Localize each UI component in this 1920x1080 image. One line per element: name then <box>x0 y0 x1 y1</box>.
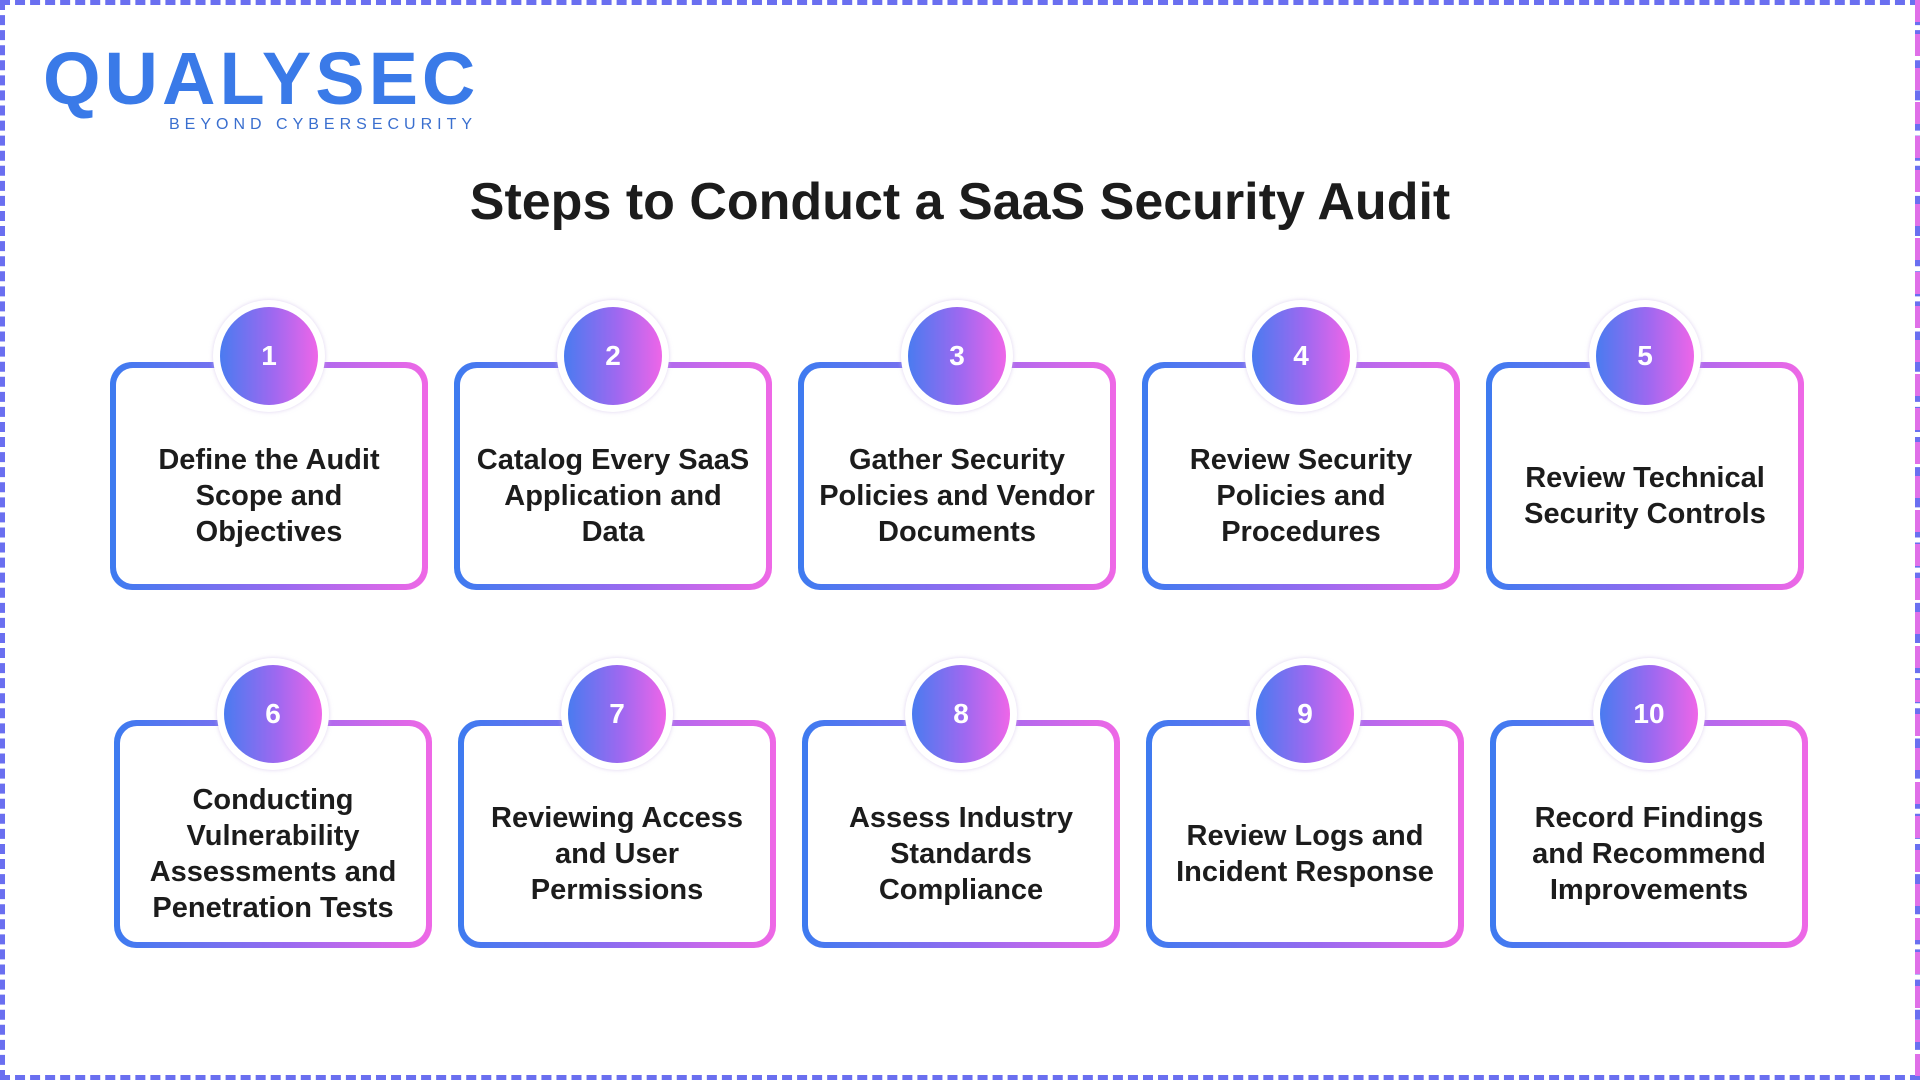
step-label: Catalog Every SaaS Application and Data <box>476 444 750 548</box>
step-card: Review Logs and Incident Response 9 <box>1146 658 1464 948</box>
step-number: 1 <box>220 307 318 405</box>
logo-wordmark: QUALYSEC <box>43 37 480 120</box>
step-card: Review Security Policies and Procedures … <box>1142 300 1460 590</box>
step-number: 4 <box>1252 307 1350 405</box>
step-number-badge: 2 <box>557 300 669 412</box>
step-card: Record Findings and Recommend Improvemen… <box>1490 658 1808 948</box>
dashed-border-right <box>1915 0 1920 1080</box>
step-label: Review Logs and Incident Response <box>1176 820 1434 888</box>
step-number-badge: 9 <box>1249 658 1361 770</box>
step-label: Gather Security Policies and Vendor Docu… <box>819 444 1095 548</box>
step-number-badge: 10 <box>1593 658 1705 770</box>
step-label: Review Technical Security Controls <box>1524 462 1766 530</box>
step-number: 5 <box>1596 307 1694 405</box>
step-number-badge: 3 <box>901 300 1013 412</box>
step-number: 6 <box>224 665 322 763</box>
step-label: Record Findings and Recommend Improvemen… <box>1532 802 1766 906</box>
step-number-badge: 7 <box>561 658 673 770</box>
step-number-badge: 4 <box>1245 300 1357 412</box>
step-card-body: Review Security Policies and Procedures <box>1148 368 1454 584</box>
step-card: Assess Industry Standards Compliance 8 <box>802 658 1120 948</box>
logo-tagline: BEYOND CYBERSECURITY <box>169 116 478 133</box>
step-label: Reviewing Access and User Permissions <box>491 802 743 906</box>
page-title: Steps to Conduct a SaaS Security Audit <box>469 173 1451 231</box>
step-number: 3 <box>908 307 1006 405</box>
step-card: Define the Audit Scope and Objectives 1 <box>110 300 428 590</box>
step-card: Reviewing Access and User Permissions 7 <box>458 658 776 948</box>
step-label: Define the Audit Scope and Objectives <box>158 444 380 548</box>
step-card: Conducting Vulnerability Assessments and… <box>114 658 432 948</box>
step-card: Review Technical Security Controls 5 <box>1486 300 1804 590</box>
step-number: 7 <box>568 665 666 763</box>
step-number-badge: 5 <box>1589 300 1701 412</box>
step-number-badge: 8 <box>905 658 1017 770</box>
step-number: 9 <box>1256 665 1354 763</box>
step-label: Conducting Vulnerability Assessments and… <box>149 784 397 924</box>
step-card: Catalog Every SaaS Application and Data … <box>454 300 772 590</box>
step-label: Assess Industry Standards Compliance <box>848 802 1074 906</box>
step-label: Review Security Policies and Procedures <box>1189 444 1413 548</box>
step-number: 8 <box>912 665 1010 763</box>
step-number-badge: 1 <box>213 300 325 412</box>
step-card: Gather Security Policies and Vendor Docu… <box>798 300 1116 590</box>
step-number: 10 <box>1600 665 1698 763</box>
step-number-badge: 6 <box>217 658 329 770</box>
qualysec-logo: QUALYSEC BEYOND CYBERSECURITY <box>43 36 503 136</box>
step-number: 2 <box>564 307 662 405</box>
